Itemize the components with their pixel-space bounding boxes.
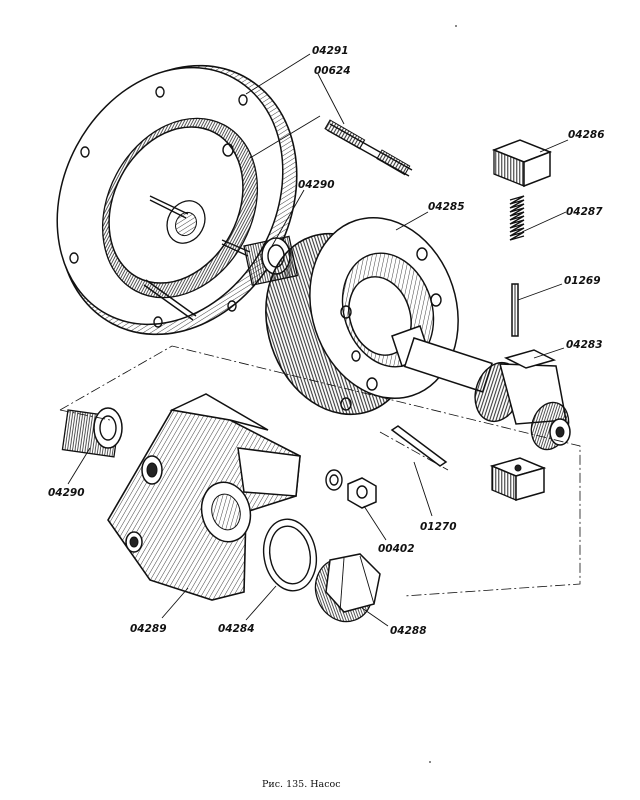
- washer-and-nut: [325, 469, 377, 509]
- figure-caption: Рис. 135. Насос: [262, 779, 341, 790]
- vane-bottom: [489, 457, 547, 501]
- leader-lines: [67, 53, 569, 627]
- pin-long: [390, 425, 448, 467]
- label-04287: 04287: [566, 206, 603, 218]
- label-04290-bottom: 04290: [48, 487, 85, 499]
- label-00402: 00402: [378, 543, 415, 555]
- label-04288: 04288: [390, 625, 427, 637]
- pump-shaft: [391, 325, 571, 451]
- scan-dot: [429, 761, 431, 763]
- scan-dot: [455, 25, 457, 27]
- gasket-ring: [262, 518, 318, 592]
- flange-cover: [56, 64, 298, 336]
- label-04291: 04291: [312, 45, 349, 57]
- label-04283: 04283: [566, 339, 603, 351]
- vane-top: [491, 139, 553, 188]
- label-01269: 01269: [564, 275, 601, 287]
- pump-body: [107, 393, 301, 601]
- label-04289: 04289: [130, 623, 167, 635]
- label-04286: 04286: [568, 129, 605, 141]
- label-04285: 04285: [428, 201, 465, 213]
- label-04284: 04284: [218, 623, 255, 635]
- label-00624: 00624: [314, 65, 351, 77]
- pin: [511, 283, 519, 337]
- bushing-bottom: [61, 407, 123, 458]
- drain-plug: [314, 553, 381, 623]
- stud-bolt: [249, 115, 413, 177]
- assembly-axis-lines: [59, 345, 581, 597]
- part-labels: 04291 00624 04290 04285 04286 04287 0126…: [48, 45, 605, 637]
- label-04290-top: 04290: [298, 179, 335, 191]
- spring: [509, 195, 525, 241]
- label-01270: 01270: [420, 521, 457, 533]
